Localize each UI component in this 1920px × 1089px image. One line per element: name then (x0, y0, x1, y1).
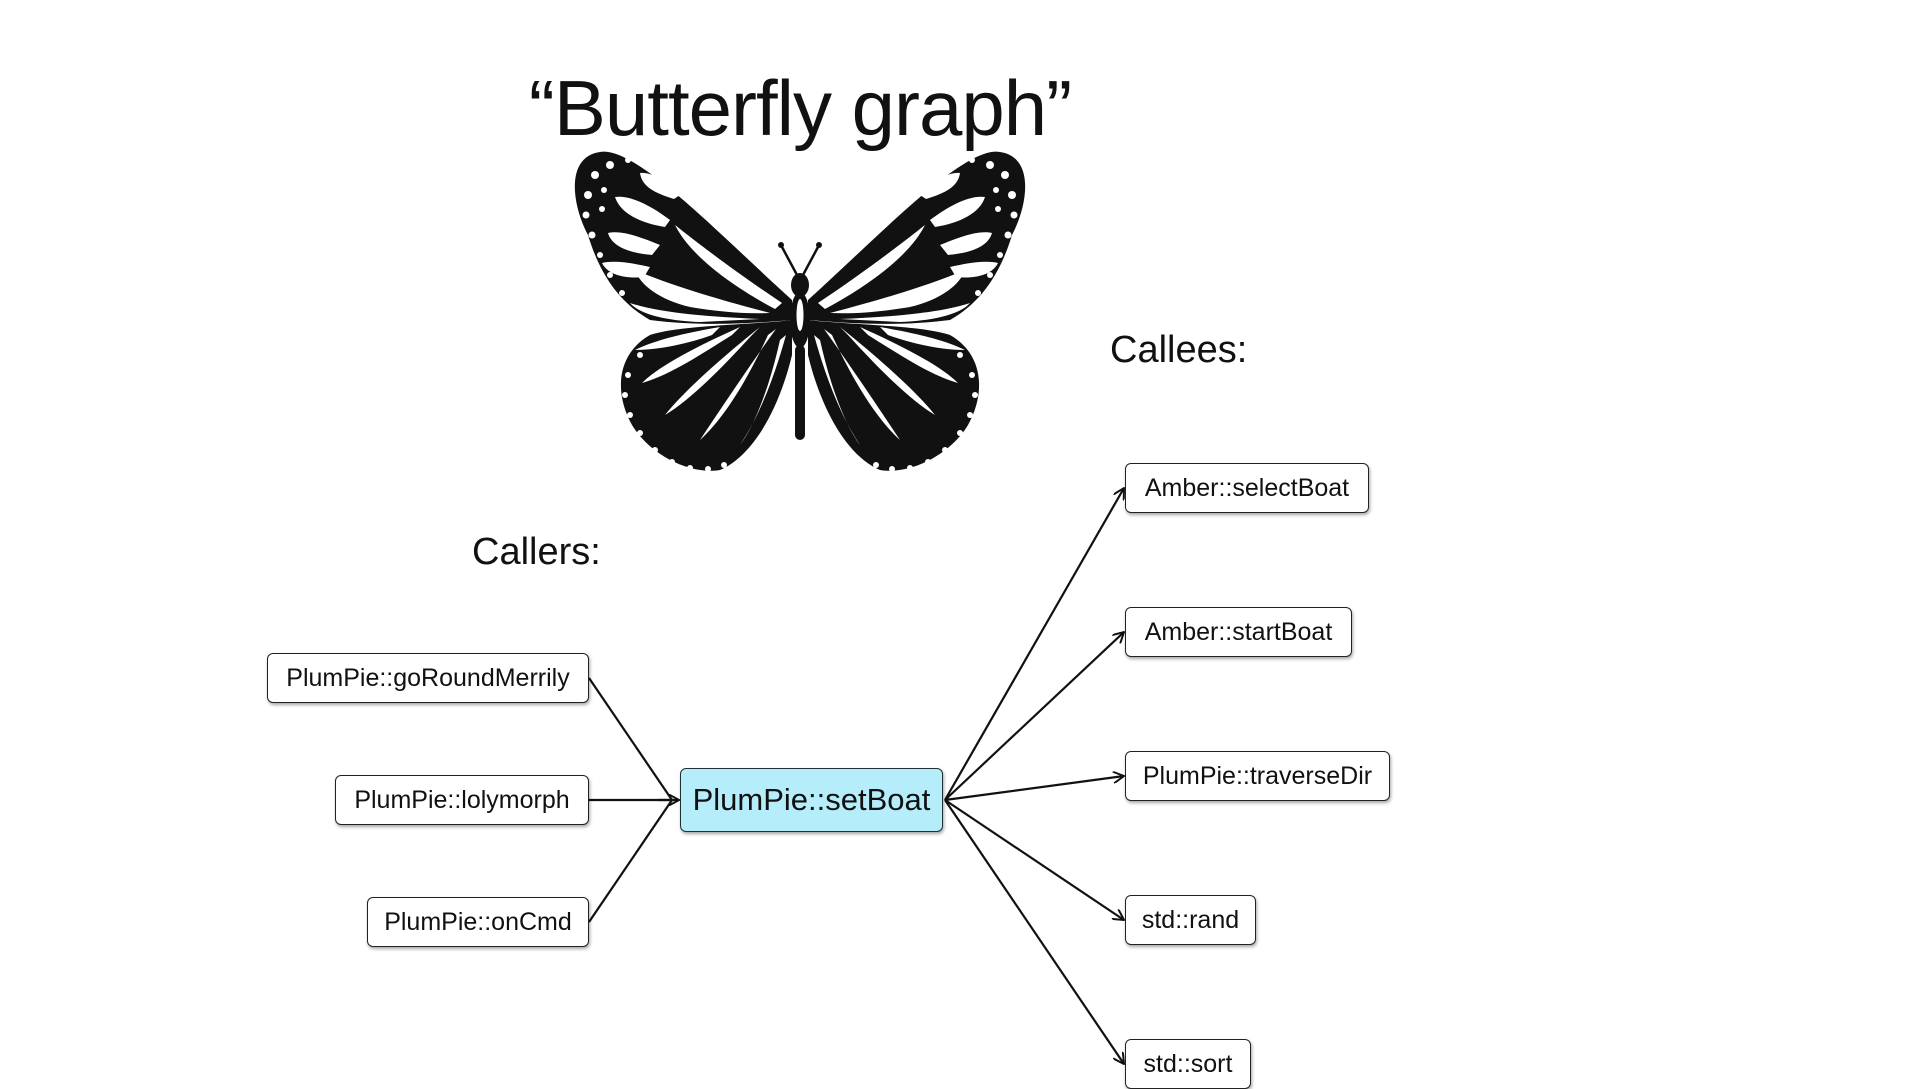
caller-edge-2 (588, 799, 673, 923)
callees-label: Callees: (1110, 329, 1248, 371)
callee-node-startboat[interactable]: Amber::startBoat (1125, 607, 1352, 657)
callee-edge-2 (944, 776, 1124, 802)
caller-edge-0 (588, 677, 673, 801)
callee-edge-0 (944, 488, 1124, 801)
callee-node-sort[interactable]: std::sort (1125, 1039, 1251, 1089)
center-function-node[interactable]: PlumPie::setBoat (680, 768, 943, 832)
callee-edge-3 (944, 799, 1124, 920)
caller-node-goroundmerrily[interactable]: PlumPie::goRoundMerrily (267, 653, 589, 703)
callee-node-traversedir[interactable]: PlumPie::traverseDir (1125, 751, 1390, 801)
callee-edge-4 (944, 799, 1124, 1064)
callee-edge-1 (944, 632, 1124, 801)
callee-node-selectboat[interactable]: Amber::selectBoat (1125, 463, 1369, 513)
callers-label: Callers: (472, 531, 601, 573)
page-title: “Butterfly graph” (528, 64, 1072, 152)
caller-node-lolymorph[interactable]: PlumPie::lolymorph (335, 775, 589, 825)
callee-node-rand[interactable]: std::rand (1125, 895, 1256, 945)
caller-node-oncmd[interactable]: PlumPie::onCmd (367, 897, 589, 947)
